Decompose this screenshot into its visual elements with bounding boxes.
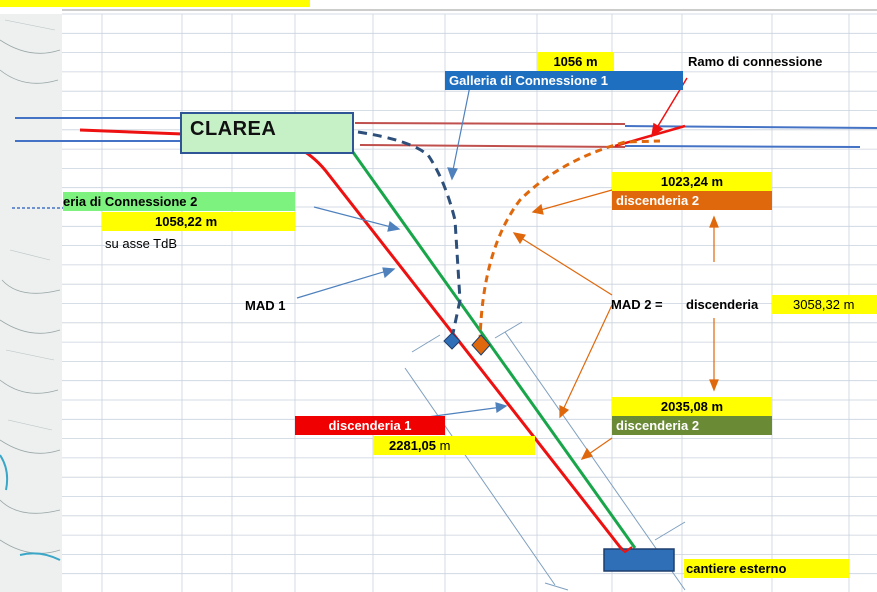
discenderia-2-bottom-label: discenderia 2 <box>612 416 772 435</box>
discenderia-1-unit: m <box>439 438 451 453</box>
cantiere-esterno-label: cantiere esterno <box>684 559 849 578</box>
ramo-connessione-label: Ramo di connessione <box>688 54 823 69</box>
discenderia-1-label: discenderia 1 <box>295 416 445 435</box>
cantiere-portal <box>603 548 675 572</box>
mad2-length: 3058,32 m <box>772 295 877 314</box>
map-background <box>0 14 62 592</box>
mad2-label: MAD 2 = <box>611 297 663 312</box>
orange-diamond-marker <box>471 334 491 356</box>
clarea-label: CLAREA <box>190 118 277 140</box>
discenderia-green-line <box>348 147 637 549</box>
discenderia-2-dashed <box>478 139 661 343</box>
galleria-length-label: 1056 m <box>537 52 614 71</box>
galleria-connessione-2-label: eria di Connessione 2 <box>63 192 295 211</box>
blue-diamond-marker <box>443 332 461 350</box>
galleria-connessione-1-label: Galleria di Connessione 1 <box>445 71 683 90</box>
galleria-connessione-1-dashed <box>357 130 462 339</box>
ramo-connection-line <box>614 124 686 148</box>
highlight-bar <box>0 0 310 7</box>
mad2-discenderia-label: discenderia <box>686 297 759 312</box>
mad1-label: MAD 1 <box>245 298 286 313</box>
discenderia-2-top-length: 1023,24 m <box>612 172 772 191</box>
main-tunnel-lines <box>12 117 877 209</box>
galleria-connessione-2-length: 1058,22 m <box>102 212 295 231</box>
discenderia-1-length-box: 2281,05 m <box>373 436 535 455</box>
discenderia-2-bottom-length: 2035,08 m <box>612 397 772 416</box>
clarea-box <box>180 112 354 154</box>
discenderia-2-top-label: discenderia 2 <box>612 191 772 210</box>
asse-tdb-note: su asse TdB <box>105 236 178 251</box>
guide-lines <box>404 321 686 591</box>
orange-arrows <box>512 189 719 460</box>
discenderia-1-length: 2281,05 <box>389 438 436 453</box>
